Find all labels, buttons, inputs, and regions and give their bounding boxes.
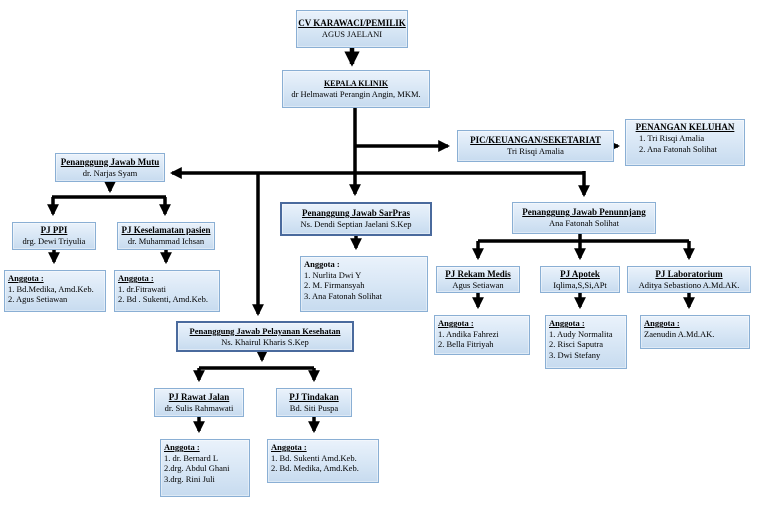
node-pelayanan-title: Penanggung Jawab Pelayanan Kesehatan — [189, 325, 341, 336]
node-pj-pelayanan-kesehatan: Penanggung Jawab Pelayanan Kesehatan Ns.… — [176, 321, 354, 352]
node-pj-rawat-jalan: PJ Rawat Jalan dr. Sulis Rahmawati — [154, 388, 244, 417]
anggota-members: 1. Bd.Medika, Amd.Keb.2. Agus Setiawan — [8, 284, 94, 305]
node-owner-name: AGUS JAELANI — [321, 29, 383, 40]
node-pj-laboratorium: PJ Laboratorium Aditya Sebastiono A.Md.A… — [627, 266, 751, 293]
member-line: 1. Nurlita Dwi Y — [304, 269, 362, 280]
anggota-members: 1. Bd. Sukenti Amd.Keb.2. Bd. Medika, Am… — [271, 453, 359, 474]
member-line: 1. Bd.Medika, Amd.Keb. — [8, 283, 94, 294]
member-line: Zaenudin A.Md.AK. — [644, 328, 715, 339]
node-kepala-klinik: KEPALA KLINIK dr Helmawati Perangin Angi… — [282, 70, 430, 108]
anggota-title: Anggota : — [8, 273, 44, 283]
node-pj-keselamatan-pasien: PJ Keselamatan pasien dr. Muhammad Ichsa… — [117, 222, 215, 250]
node-rekam-title: PJ Rekam Medis — [445, 268, 511, 279]
node-mutu-name: dr. Narjas Syam — [82, 167, 138, 178]
member-line: 2. Bd . Sukenti, Amd.Keb. — [118, 294, 208, 305]
node-pj-tindakan: PJ Tindakan Bd. Siti Puspa — [276, 388, 352, 417]
member-line: 2. Bd. Medika, Amd.Keb. — [271, 463, 359, 474]
node-pj-ppi: PJ PPI drg. Dewi Triyulia — [12, 222, 96, 250]
member-line: 3.drg. Rini Juli — [164, 473, 215, 484]
anggota-title: Anggota : — [549, 318, 585, 328]
node-pj-rekam-medis: PJ Rekam Medis Agus Setiawan — [436, 266, 520, 293]
member-line: 2. Agus Setiawan — [8, 294, 68, 305]
anggota-title: Anggota : — [164, 442, 200, 452]
node-penunjang-title: Penanggung Jawab Penunnjang — [522, 207, 646, 218]
node-pj-penunjang: Penanggung Jawab Penunnjang Ana Fatonah … — [512, 202, 656, 234]
anggota-title: Anggota : — [271, 442, 307, 452]
node-tindakan-title: PJ Tindakan — [289, 391, 339, 402]
node-pic-title: PIC/KEUANGAN/SEKETARIAT — [470, 135, 601, 146]
anggota-title: Anggota : — [304, 259, 340, 269]
node-anggota-tindakan: Anggota : 1. Bd. Sukenti Amd.Keb.2. Bd. … — [267, 439, 379, 483]
node-lab-title: PJ Laboratorium — [655, 268, 723, 279]
node-ppi-name: drg. Dewi Triyulia — [22, 236, 86, 247]
node-pj-sarpras: Penanggung Jawab SarPras Ns. Dendi Septi… — [280, 202, 432, 236]
node-pj-mutu: Penanggung Jawab Mutu dr. Narjas Syam — [55, 153, 165, 182]
anggota-title: Anggota : — [438, 318, 474, 328]
node-ppi-title: PJ PPI — [40, 225, 68, 236]
node-mutu-title: Penanggung Jawab Mutu — [60, 156, 160, 167]
node-pic-name: Tri Risqi Amalia — [507, 146, 564, 157]
anggota-members: Zaenudin A.Md.AK. — [644, 329, 714, 340]
node-anggota-ppi: Anggota : 1. Bd.Medika, Amd.Keb.2. Agus … — [4, 270, 106, 312]
member-line: 3. Ana Fatonah Solihat — [304, 290, 382, 301]
node-keselamatan-name: dr. Muhammad Ichsan — [127, 236, 205, 247]
member-line: 1. dr. Bernard L — [164, 452, 219, 463]
node-sarpras-name: Ns. Dendi Septian Jaelani S.Kep — [300, 219, 412, 230]
node-sarpras-title: Penanggung Jawab SarPras — [301, 208, 410, 219]
node-pj-apotek: PJ Apotek Iqlima,S,Si,APt — [540, 266, 620, 293]
node-kepala-name: dr Helmawati Perangin Angin, MKM. — [291, 88, 421, 99]
member-line: 1. Audy Normalita — [549, 328, 613, 339]
node-penunjang-name: Ana Fatonah Solihat — [549, 218, 619, 229]
node-rawat-title: PJ Rawat Jalan — [168, 391, 230, 402]
node-lab-name: Aditya Sebastiono A.Md.AK. — [638, 279, 740, 290]
node-tindakan-name: Bd. Siti Puspa — [289, 402, 339, 413]
node-rawat-name: dr. Sulis Rahmawati — [164, 402, 234, 413]
member-line: 2. Risci Saputra — [549, 339, 604, 350]
member-line: 3. Dwi Stefany — [549, 349, 601, 360]
member-line: 1. Bd. Sukenti Amd.Keb. — [271, 452, 357, 463]
node-pic-keuangan: PIC/KEUANGAN/SEKETARIAT Tri Risqi Amalia — [457, 130, 614, 162]
node-anggota-laboratorium: Anggota : Zaenudin A.Md.AK. — [640, 315, 750, 349]
node-kepala-title: KEPALA KLINIK — [323, 78, 389, 88]
node-apotek-title: PJ Apotek — [560, 268, 600, 279]
node-owner-title: CV KARAWACI/PEMILIK — [298, 18, 406, 29]
member-line: 1. Andika Fahrezi — [438, 328, 499, 339]
node-owner: CV KARAWACI/PEMILIK AGUS JAELANI — [296, 10, 408, 48]
member-line: 2. Ana Fatonah Solihat — [639, 143, 717, 154]
node-pelayanan-name: Ns. Khairul Kharis S.Kep — [221, 336, 309, 347]
member-line: 1. dr.Fitrawati — [118, 283, 166, 294]
member-line: 2. Bella Fitriyah — [438, 339, 494, 350]
node-rekam-name: Agus Setiawan — [452, 279, 504, 290]
node-keselamatan-title: PJ Keselamatan pasien — [121, 225, 211, 236]
member-line: 2.drg. Abdul Ghani — [164, 463, 230, 474]
node-apotek-name: Iqlima,S,Si,APt — [553, 279, 607, 290]
anggota-title: Anggota : — [118, 273, 154, 283]
member-line: 2. M. Firmansyah — [304, 280, 365, 291]
anggota-title: Anggota : — [644, 318, 680, 328]
member-line: 1. Tri Risqi Amalia — [639, 133, 705, 144]
node-keluhan-title: PENANGAN KELUHAN — [635, 122, 735, 132]
